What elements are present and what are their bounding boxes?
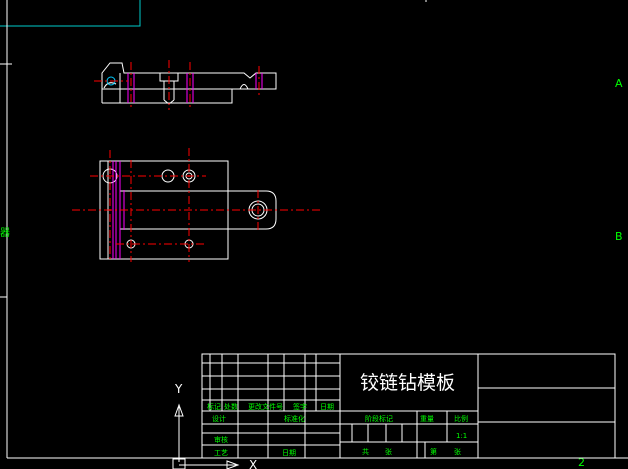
process-label: 工艺	[214, 449, 228, 457]
front-view[interactable]	[94, 60, 277, 110]
zone-label-a: A	[615, 77, 623, 90]
weight-label: 重量	[420, 415, 434, 423]
designed-label: 设计	[212, 414, 226, 423]
title-block[interactable]: 铰链钻模板 标记 处数 更改文件号 签字 日期 设计 标准化 审核 工艺 日期 …	[201, 353, 616, 459]
date-label: 日期	[282, 449, 296, 457]
sheet-value: 张	[454, 447, 461, 456]
scale-label: 比例	[454, 414, 468, 423]
rev-header-count: 处数	[224, 402, 238, 411]
viewport-border	[0, 0, 141, 27]
ucs-x-label: X	[249, 458, 257, 469]
scale-value: 1:1	[456, 432, 467, 440]
rev-header-date: 日期	[320, 403, 334, 411]
ucs-icon	[172, 403, 240, 469]
standardized-label: 标准化	[284, 414, 305, 423]
drawing-title: 铰链钻模板	[360, 372, 455, 394]
zone-label-left: 器	[0, 227, 10, 239]
sheets-total-value: 张	[385, 447, 392, 456]
ucs-y-label: Y	[174, 382, 183, 396]
rev-header-change-doc: 更改文件号	[248, 402, 283, 411]
zone-label-b: B	[615, 230, 623, 243]
rev-header-mark: 标记	[207, 402, 221, 411]
zone-label-2: 2	[578, 456, 585, 469]
plan-view[interactable]	[72, 148, 320, 262]
sheet-label: 第	[430, 447, 437, 456]
checked-label: 审核	[214, 435, 228, 444]
rev-header-sign: 签字	[293, 402, 307, 411]
sheets-total-label: 共	[362, 447, 369, 456]
stage-mark-label: 阶段标记	[365, 414, 393, 423]
